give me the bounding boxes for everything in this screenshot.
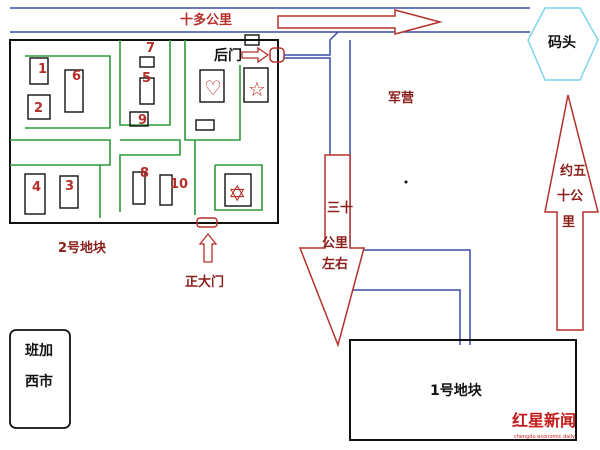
building-labels: 1 2 3 4 5 6 7 8 9 10 (32, 41, 188, 195)
small-building (195, 119, 215, 131)
buildings (24, 34, 269, 215)
heart-building (199, 69, 225, 103)
building-6 (64, 69, 84, 113)
building-label: 2 (34, 101, 43, 116)
building-label: 9 (138, 113, 147, 128)
gate-house (244, 34, 260, 46)
down-arrow-line: 左右 (322, 256, 348, 272)
building-label: 3 (65, 179, 74, 194)
city-label-line: 西市 (25, 373, 53, 390)
building-7 (139, 56, 155, 68)
back-gate-arrow (241, 46, 270, 64)
down-arrow-line: 三十 (327, 200, 353, 216)
heart-icon: ♡ (204, 76, 222, 100)
dock-hexagon (527, 7, 599, 81)
building-label: 6 (72, 69, 81, 84)
building-label: 4 (32, 180, 41, 195)
plot2-label: 2号地块 (58, 240, 107, 256)
building-4 (24, 173, 46, 215)
plot1: 1号地块 (349, 339, 577, 441)
back-gate-label: 后门 (214, 47, 242, 64)
road-distance-label: 十多公里 (180, 12, 232, 28)
city-label-line: 班加 (25, 342, 53, 359)
building-3 (59, 175, 79, 209)
up-arrow: 约五 十公 里 (544, 94, 599, 331)
building-label: 1 (38, 62, 47, 77)
building-10 (159, 174, 173, 206)
plot2-internal-paths (10, 40, 263, 218)
top-road (10, 7, 530, 33)
watermark-text: 红星新闻 (512, 411, 576, 430)
plot1-boundary (349, 339, 577, 441)
access-roads (284, 31, 471, 345)
down-arrow-line: 公里 (322, 236, 348, 251)
building-label: 10 (170, 177, 188, 192)
building-9 (129, 111, 149, 127)
dock: 码头 (527, 7, 599, 81)
dock-label: 码头 (548, 34, 576, 51)
main-gate-label: 正大门 (185, 274, 224, 290)
star-icon: ☆ (248, 77, 266, 101)
map-dot (404, 180, 408, 184)
building-label: 8 (140, 166, 149, 181)
camp-label: 军营 (388, 90, 414, 106)
up-arrow-line: 约五 (560, 163, 586, 179)
up-arrow-shape (544, 94, 599, 331)
building-2 (27, 94, 51, 120)
down-arrow: 三十 公里 左右 (298, 154, 365, 348)
building-label: 5 (142, 71, 151, 86)
main-gate-marker (196, 217, 218, 228)
road-arrow (277, 9, 443, 35)
plot2: 1 2 3 4 5 6 7 8 9 10 ♡ ☆ ✡ 后门 正大门 2号地块 (9, 34, 285, 290)
bangaxi-city: 班加 西市 (9, 329, 71, 429)
building-1 (29, 57, 49, 85)
plot2-boundary (9, 39, 279, 224)
up-arrow-line: 十公 (557, 188, 583, 204)
star-building-bottom (224, 173, 252, 207)
building-8 (132, 171, 146, 205)
plot1-label: 1号地块 (430, 382, 483, 399)
down-arrow-shape (298, 154, 365, 348)
star-building-top (243, 67, 269, 103)
watermark-logo: 红星新闻 chengdu economic daily (512, 411, 576, 440)
building-label: 7 (146, 41, 155, 56)
building-5 (139, 77, 155, 105)
watermark-subtext: chengdu economic daily (514, 434, 575, 440)
up-arrow-line: 里 (562, 215, 575, 230)
main-gate-arrow (198, 232, 218, 263)
city-boundary (9, 329, 71, 429)
hexagram-icon: ✡ (228, 182, 246, 207)
